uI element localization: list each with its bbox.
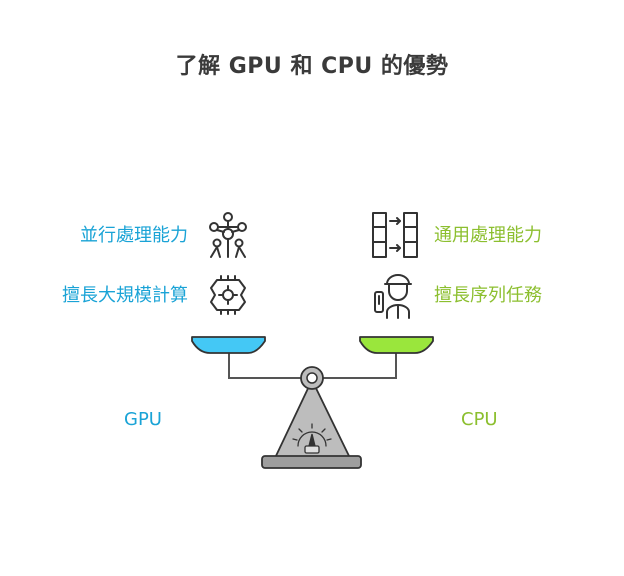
sequence-blocks-icon xyxy=(370,210,420,260)
gauge-icon xyxy=(292,423,332,454)
scale-base xyxy=(261,455,362,469)
cpu-label: CPU xyxy=(461,409,498,430)
cpu-feature-serial: 擅長序列任務 xyxy=(434,285,542,306)
gpu-pan xyxy=(191,336,266,354)
worker-icon xyxy=(370,270,420,320)
network-nodes-icon xyxy=(203,210,253,260)
cpu-pan xyxy=(359,336,434,354)
gpu-feature-large-scale: 擅長大規模計算 xyxy=(62,285,188,306)
diagram-title: 了解 GPU 和 CPU 的優勢 xyxy=(175,54,449,79)
processor-chip-icon xyxy=(203,270,253,320)
gpu-feature-parallel: 並行處理能力 xyxy=(80,225,188,246)
gpu-label: GPU xyxy=(124,409,162,430)
cpu-feature-general: 通用處理能力 xyxy=(434,225,542,246)
